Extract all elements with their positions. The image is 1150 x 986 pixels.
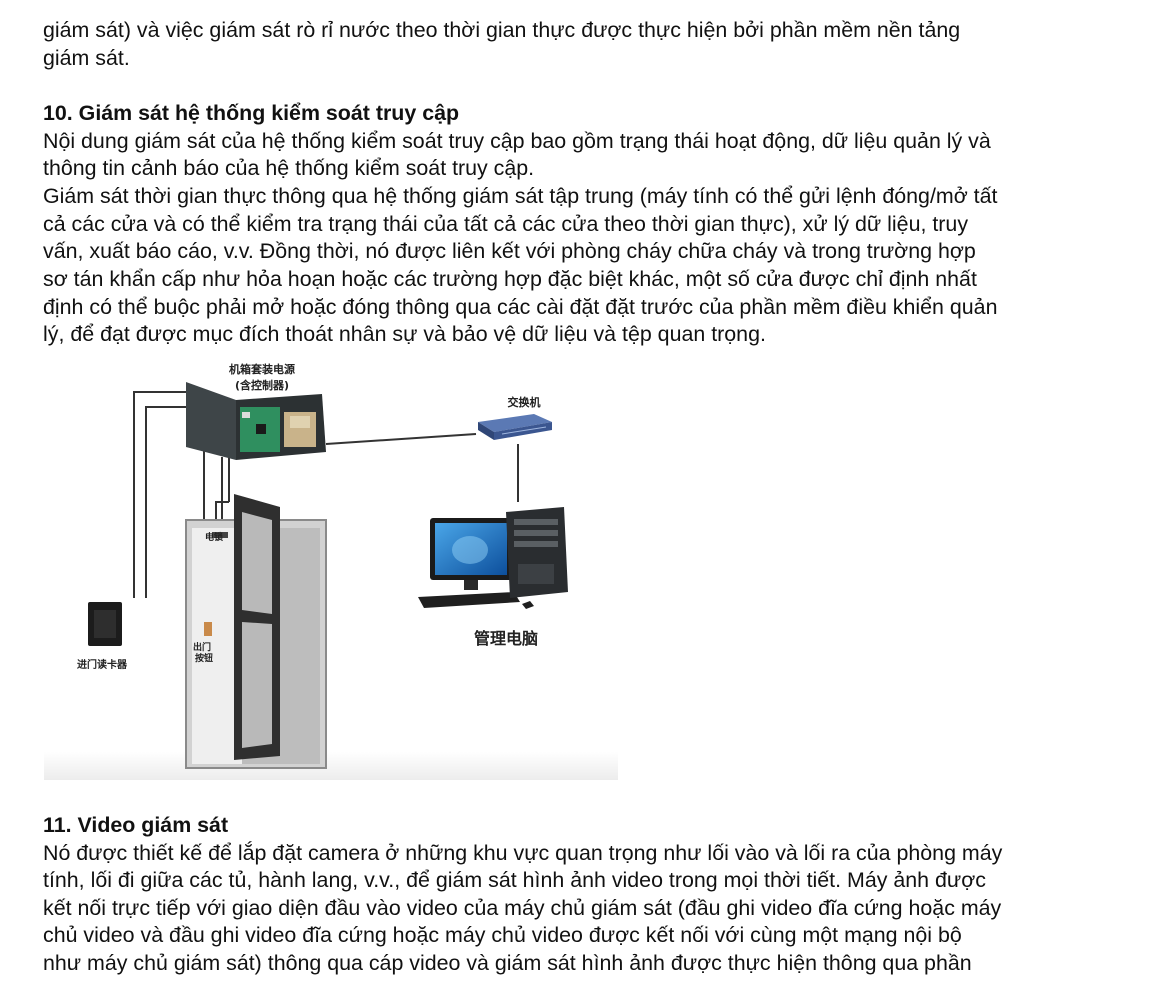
section-10-line-2: thông tin cảnh báo của hệ thống kiểm soá…	[43, 156, 535, 180]
section-10-line-7: định có thể buộc phải mở hoặc đóng thông…	[43, 295, 998, 319]
intro-line-1: giám sát) và việc giám sát rò rỉ nước th…	[43, 18, 961, 42]
section-11-line-1: Nó được thiết kế để lắp đặt camera ở nhữ…	[43, 841, 1003, 865]
access-control-diagram: 机箱套装电源 (含控制器) 交换机 管理电脑	[44, 352, 618, 780]
section-10-line-1: Nội dung giám sát của hệ thống kiểm soát…	[43, 129, 991, 153]
computer-label: 管理电脑	[474, 629, 538, 648]
exit-button-label-line2: 按钮	[195, 652, 213, 664]
section-11-line-2: tính, lối đi giữa các tủ, hành lang, v.v…	[43, 868, 986, 892]
lock-label: 电锁	[205, 531, 223, 543]
management-computer	[418, 507, 568, 609]
intro-line-2: giám sát.	[43, 46, 130, 70]
exit-button-label-line1: 出门	[193, 641, 211, 653]
section-11-line-4: chủ video và đầu ghi video đĩa cứng hoặc…	[43, 923, 962, 947]
controller-cabinet	[186, 382, 326, 460]
section-10-heading: 10. Giám sát hệ thống kiểm soát truy cập	[43, 101, 460, 125]
cabinet-label-line2: (含控制器)	[235, 378, 289, 392]
network-switch	[478, 414, 552, 440]
section-10-line-3: Giám sát thời gian thực thông qua hệ thố…	[43, 184, 998, 208]
section-11-line-5: như máy chủ giám sát) thông qua cáp vide…	[43, 951, 972, 975]
diagram-canvas: 机箱套装电源 (含控制器) 交换机 管理电脑	[44, 352, 618, 780]
section-11-heading: 11. Video giám sát	[43, 813, 229, 837]
section-11-line-3: kết nối trực tiếp với giao diện đầu vào …	[43, 896, 1002, 920]
cabinet-label-line1: 机箱套装电源	[229, 362, 295, 376]
door-assembly	[185, 494, 327, 769]
card-reader	[88, 602, 122, 646]
reader-label: 进门读卡器	[77, 658, 128, 671]
section-10-line-5: vấn, xuất báo cáo, v.v. Đồng thời, nó đư…	[43, 239, 976, 263]
section-10-line-6: sơ tán khẩn cấp như hỏa hoạn hoặc các tr…	[43, 267, 977, 291]
switch-label: 交换机	[508, 395, 541, 409]
section-10-line-4: cả các cửa và có thể kiểm tra trạng thái…	[43, 212, 969, 236]
section-10-line-8: lý, để đạt được mục đích thoát nhân sự v…	[43, 322, 766, 346]
